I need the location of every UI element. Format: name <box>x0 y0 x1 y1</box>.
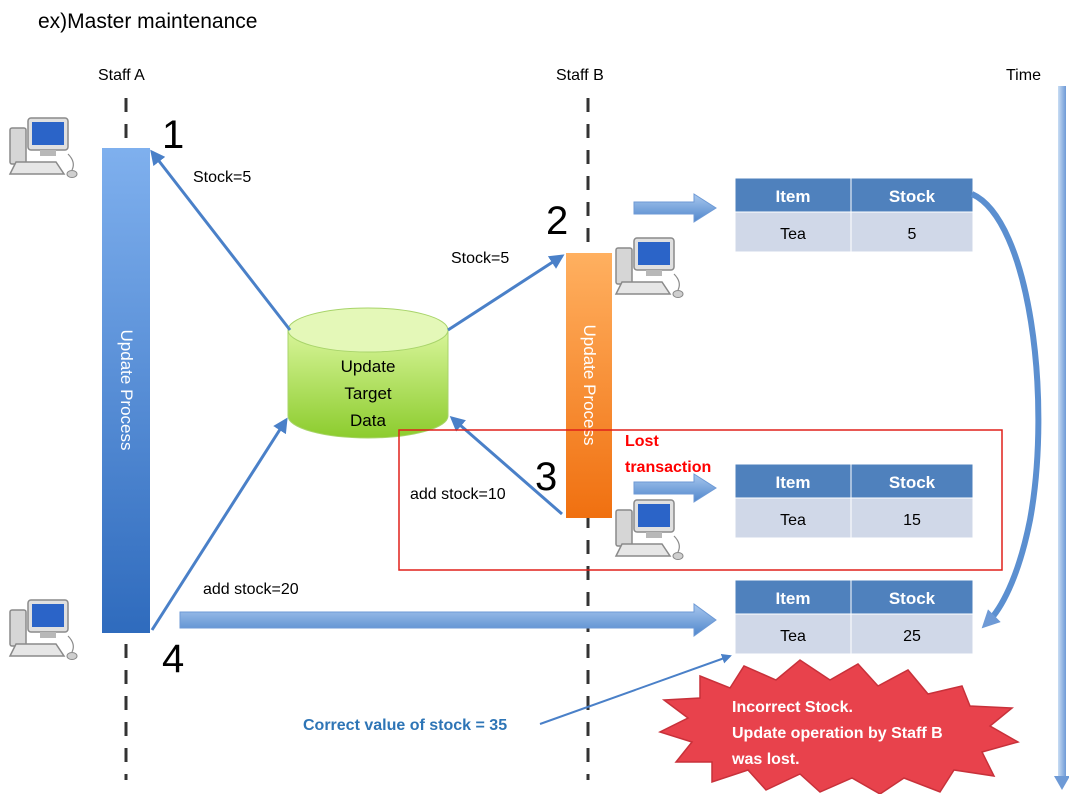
write-a-label: add stock=20 <box>203 581 299 598</box>
staff-b-process-bar <box>566 253 612 518</box>
database-label-line3: Data <box>350 411 386 430</box>
read-b-label: Stock=5 <box>451 250 509 267</box>
error-burst-shape <box>658 659 1020 794</box>
staff-a-process-bar <box>102 148 150 633</box>
table-3-cell-stock: 25 <box>903 628 921 645</box>
database-label-line2: Target <box>344 384 392 403</box>
database-label-line1: Update <box>341 357 396 376</box>
write-arrow-staff-b <box>449 416 563 516</box>
lost-label-line1: Lost <box>625 433 659 450</box>
table-2-cell-stock: 15 <box>903 512 921 529</box>
result-arrow-2 <box>633 473 717 503</box>
computer-icon-staff-b-bottom <box>615 499 684 561</box>
correct-value-label: Correct value of stock = 35 <box>303 717 507 734</box>
write-arrow-staff-a <box>150 417 288 631</box>
lost-transaction-box <box>398 429 1003 571</box>
step-1-number: 1 <box>162 113 184 157</box>
stock-table-2: Item Stock Tea 15 <box>734 463 974 539</box>
time-label: Time <box>1006 67 1041 84</box>
error-line1: Incorrect Stock. <box>732 699 853 716</box>
stock-table-1: Item Stock Tea 5 <box>734 177 974 253</box>
error-line3: was lost. <box>731 751 800 768</box>
stock-table-3: Item Stock Tea 25 <box>734 579 974 655</box>
read-arrow-staff-a <box>150 149 292 331</box>
staff-b-label: Staff B <box>556 67 604 84</box>
computer-icon-staff-b-top <box>615 237 684 299</box>
step-3-number: 3 <box>535 455 557 499</box>
time-axis-arrowhead <box>1054 776 1069 790</box>
table-2-cell-item: Tea <box>780 512 806 529</box>
table-3-header-stock: Stock <box>889 589 936 608</box>
table-2-header-item: Item <box>776 473 811 492</box>
result-arrow-1 <box>633 193 717 223</box>
result-arrow-4 <box>179 603 717 637</box>
database-cylinder <box>287 307 449 439</box>
computer-icon-staff-a-top <box>9 117 78 179</box>
read-arrow-staff-b <box>447 254 565 332</box>
table-3-header-item: Item <box>776 589 811 608</box>
write-b-label: add stock=10 <box>410 486 506 503</box>
table-1-header-item: Item <box>776 187 811 206</box>
table-2-header-stock: Stock <box>889 473 936 492</box>
table-1-cell-stock: 5 <box>908 226 917 243</box>
table-1-header-stock: Stock <box>889 187 936 206</box>
time-axis <box>1058 86 1066 776</box>
read-a-label: Stock=5 <box>193 169 251 186</box>
staff-b-process-label: Update Process <box>580 325 599 446</box>
step-4-number: 4 <box>162 637 184 681</box>
page-title: ex)Master maintenance <box>38 10 257 33</box>
staff-a-label: Staff A <box>98 67 145 84</box>
correct-value-arrow <box>539 653 732 725</box>
lost-label-line2: transaction <box>625 459 711 476</box>
timeline-curved-arrow <box>970 191 1042 629</box>
computer-icon-staff-a-bottom <box>9 599 78 661</box>
step-2-number: 2 <box>546 199 568 243</box>
table-1-cell-item: Tea <box>780 226 806 243</box>
staff-a-process-label: Update Process <box>117 330 136 451</box>
error-line2: Update operation by Staff B <box>732 725 943 742</box>
table-3-cell-item: Tea <box>780 628 806 645</box>
